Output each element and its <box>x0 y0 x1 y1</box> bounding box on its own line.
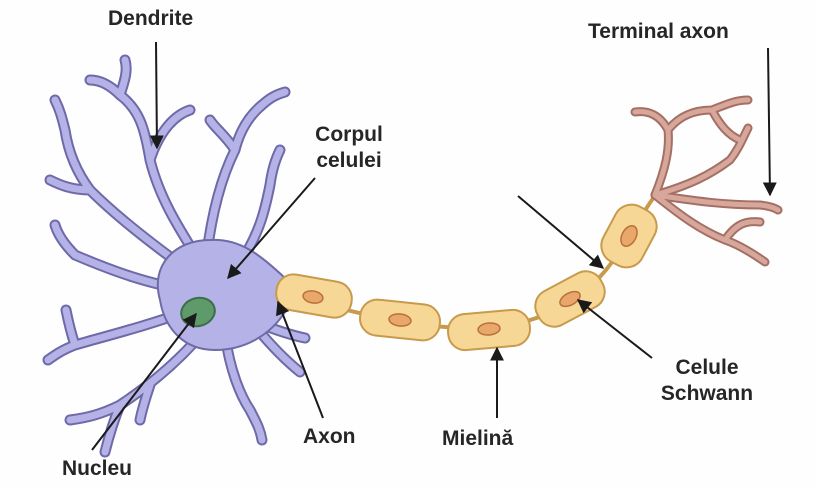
pointer-schwann <box>576 299 653 359</box>
label-terminal-axon: Terminal axon <box>588 20 729 43</box>
schwann-nucleus <box>620 224 638 248</box>
label-schwann-cells: Celule Schwann <box>640 355 774 407</box>
label-schwann-line1: Celule <box>675 356 739 379</box>
pointer-dendrite <box>149 41 164 150</box>
label-nucleus: Nucleu <box>62 457 133 480</box>
label-myelin: Mielină <box>442 427 514 450</box>
schwann-nucleus <box>302 290 324 304</box>
schwann-nucleus <box>388 313 412 327</box>
pointer-cell-body <box>227 177 316 280</box>
schwann-nucleus <box>477 322 501 336</box>
label-cell-body-line2: celulei <box>316 149 382 172</box>
pointer-lines <box>91 41 777 451</box>
pointer-axon <box>276 300 324 419</box>
label-axon: Axon <box>303 425 356 448</box>
label-cell-body: Corpul celulei <box>303 122 395 174</box>
axon-terminal <box>630 95 783 267</box>
myelin-sheath <box>275 203 658 352</box>
pointer-terminal-axon <box>762 47 777 197</box>
label-dendrite: Dendrite <box>108 7 194 30</box>
pointer-nucleus <box>91 312 197 451</box>
label-cell-body-line1: Corpul <box>315 123 383 146</box>
schwann-nucleus <box>559 290 581 308</box>
pointer-myelin-upper <box>517 195 605 269</box>
label-schwann-line2: Schwann <box>660 382 754 405</box>
schwann-nuclei <box>302 224 638 336</box>
